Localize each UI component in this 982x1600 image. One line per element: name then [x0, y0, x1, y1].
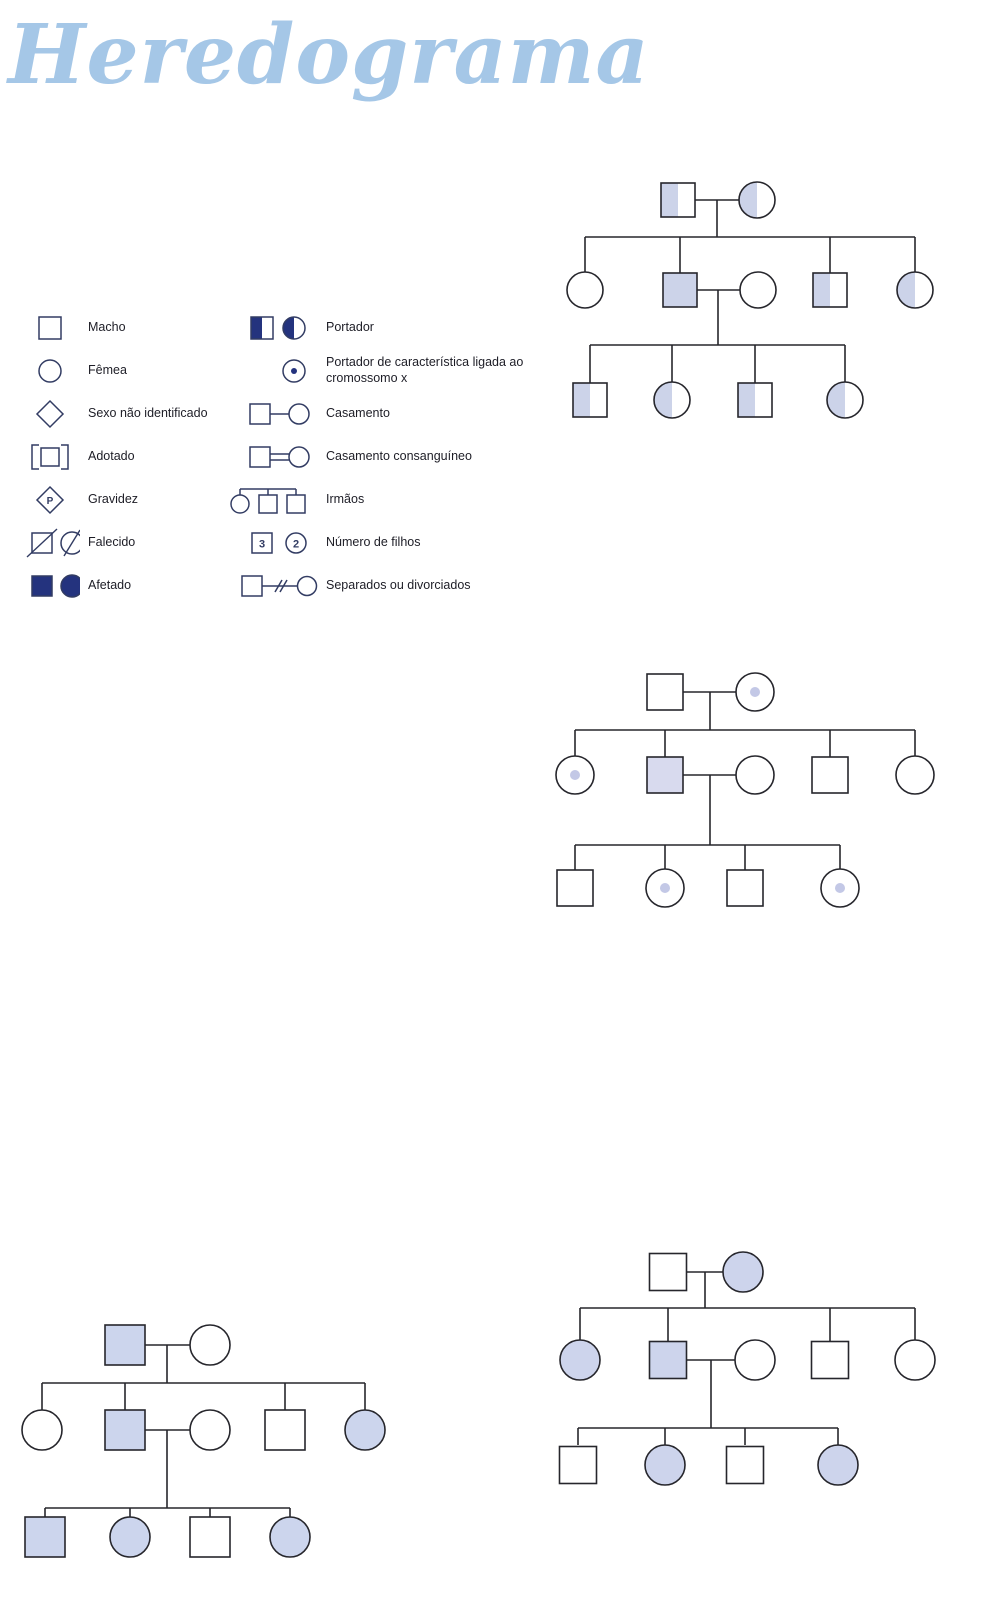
- person-female-none: [189, 1409, 231, 1451]
- person-female-full: [559, 1339, 601, 1381]
- legend-label-carrier: Portador: [326, 319, 374, 334]
- pedigree-carriers-top: [566, 181, 934, 419]
- legend-label-divorced: Separados ou divorciados: [326, 577, 471, 592]
- person-female-half: [896, 271, 934, 309]
- adopted-icon: [31, 443, 69, 470]
- svg-text:P: P: [47, 496, 54, 507]
- marriage-icon: [249, 402, 310, 425]
- legend-label-siblings: Irmãos: [326, 491, 365, 506]
- person-female-none: [734, 1339, 776, 1381]
- person-male-none: [648, 1252, 688, 1292]
- legend-label-unknown-sex: Sexo não identificado: [88, 405, 208, 420]
- svg-text:2: 2: [293, 538, 299, 550]
- legend-label-children-count: Número de filhos: [326, 534, 421, 549]
- legend-item-consanguineous-marriage: Casamento consanguíneo: [222, 435, 531, 478]
- legend-label-pregnancy: Gravidez: [88, 491, 139, 506]
- person-male-full: [662, 272, 698, 308]
- person-male-full: [104, 1324, 146, 1366]
- person-male-none: [264, 1409, 306, 1451]
- person-female-none: [566, 271, 604, 309]
- legend-item-adopted: Adotado: [20, 435, 222, 478]
- person-female-none: [739, 271, 777, 309]
- divorced-icon: [241, 574, 318, 597]
- person-male-half: [572, 382, 608, 418]
- person-female-dot: [555, 755, 595, 795]
- legend-item-deceased: Falecido: [20, 521, 222, 564]
- person-female-dot: [645, 868, 685, 908]
- person-female-full: [269, 1516, 311, 1558]
- person-female-full: [344, 1409, 386, 1451]
- person-male-half: [812, 272, 848, 308]
- person-female-half: [738, 181, 776, 219]
- person-female-none: [189, 1324, 231, 1366]
- legend-item-affected: Afetado: [20, 564, 222, 607]
- person-male-half: [660, 182, 696, 218]
- pedigree-affected-bottom-left: [21, 1324, 386, 1558]
- person-female-half: [826, 381, 864, 419]
- legend-item-pregnancy: P Gravidez: [20, 478, 222, 521]
- person-female-half: [653, 381, 691, 419]
- legend-item-siblings: Irmãos: [222, 478, 531, 521]
- legend-item-divorced: Separados ou divorciados: [222, 564, 531, 607]
- consanguineous-marriage-icon: [249, 445, 310, 468]
- person-male-full: [24, 1516, 66, 1558]
- person-male-full: [648, 1340, 688, 1380]
- siblings-icon: [230, 487, 306, 514]
- person-female-none: [735, 755, 775, 795]
- pregnancy-icon: P: [35, 485, 65, 514]
- person-male-none: [726, 869, 764, 907]
- affected-icon: [31, 573, 80, 598]
- person-male-none: [811, 756, 849, 794]
- person-female-full: [109, 1516, 151, 1558]
- person-female-full: [817, 1444, 859, 1486]
- legend-item-x-linked-carrier: Portador de característica ligada ao cro…: [222, 349, 531, 392]
- legend-label-affected: Afetado: [88, 577, 132, 592]
- svg-text:3: 3: [259, 538, 265, 550]
- person-male-none: [558, 1445, 598, 1485]
- person-male-none: [725, 1445, 765, 1485]
- legend-item-female: Fêmea: [20, 349, 222, 392]
- person-male-half: [737, 382, 773, 418]
- legend-label-x-linked-carrier: Portador de característica ligada ao cro…: [326, 354, 524, 385]
- deceased-icon: [26, 527, 80, 558]
- person-male-none: [556, 869, 594, 907]
- page-title: Heredograma: [8, 7, 650, 103]
- person-male-none: [810, 1340, 850, 1380]
- pedigree-x-linked-middle: [555, 672, 935, 908]
- person-male-full: [646, 756, 684, 794]
- person-male-none: [189, 1516, 231, 1558]
- person-male-none: [646, 673, 684, 711]
- person-female-none: [21, 1409, 63, 1451]
- legend-item-carrier: Portador: [222, 306, 531, 349]
- person-female-dot: [735, 672, 775, 712]
- female-icon: [38, 358, 62, 383]
- legend-item-male: Macho: [20, 306, 222, 349]
- person-female-dot: [820, 868, 860, 908]
- carrier-icon: [250, 315, 306, 340]
- legend-label-female: Fêmea: [88, 362, 127, 377]
- legend-label-male: Macho: [88, 319, 126, 334]
- x-linked-carrier-icon: [282, 358, 306, 383]
- legend-item-unknown-sex: Sexo não identificado: [20, 392, 222, 435]
- person-female-none: [895, 755, 935, 795]
- legend-label-marriage: Casamento: [326, 405, 390, 420]
- pedigree-affected-bottom-right: [558, 1251, 936, 1486]
- legend-label-adopted: Adotado: [88, 448, 135, 463]
- unknown-sex-icon: [35, 399, 65, 428]
- legend-item-marriage: Casamento: [222, 392, 531, 435]
- legend-label-deceased: Falecido: [88, 534, 136, 549]
- person-male-full: [104, 1409, 146, 1451]
- legend-label-consanguineous-marriage: Casamento consanguíneo: [326, 448, 472, 463]
- person-female-full: [644, 1444, 686, 1486]
- male-icon: [38, 315, 62, 340]
- person-female-none: [894, 1339, 936, 1381]
- person-female-full: [722, 1251, 764, 1293]
